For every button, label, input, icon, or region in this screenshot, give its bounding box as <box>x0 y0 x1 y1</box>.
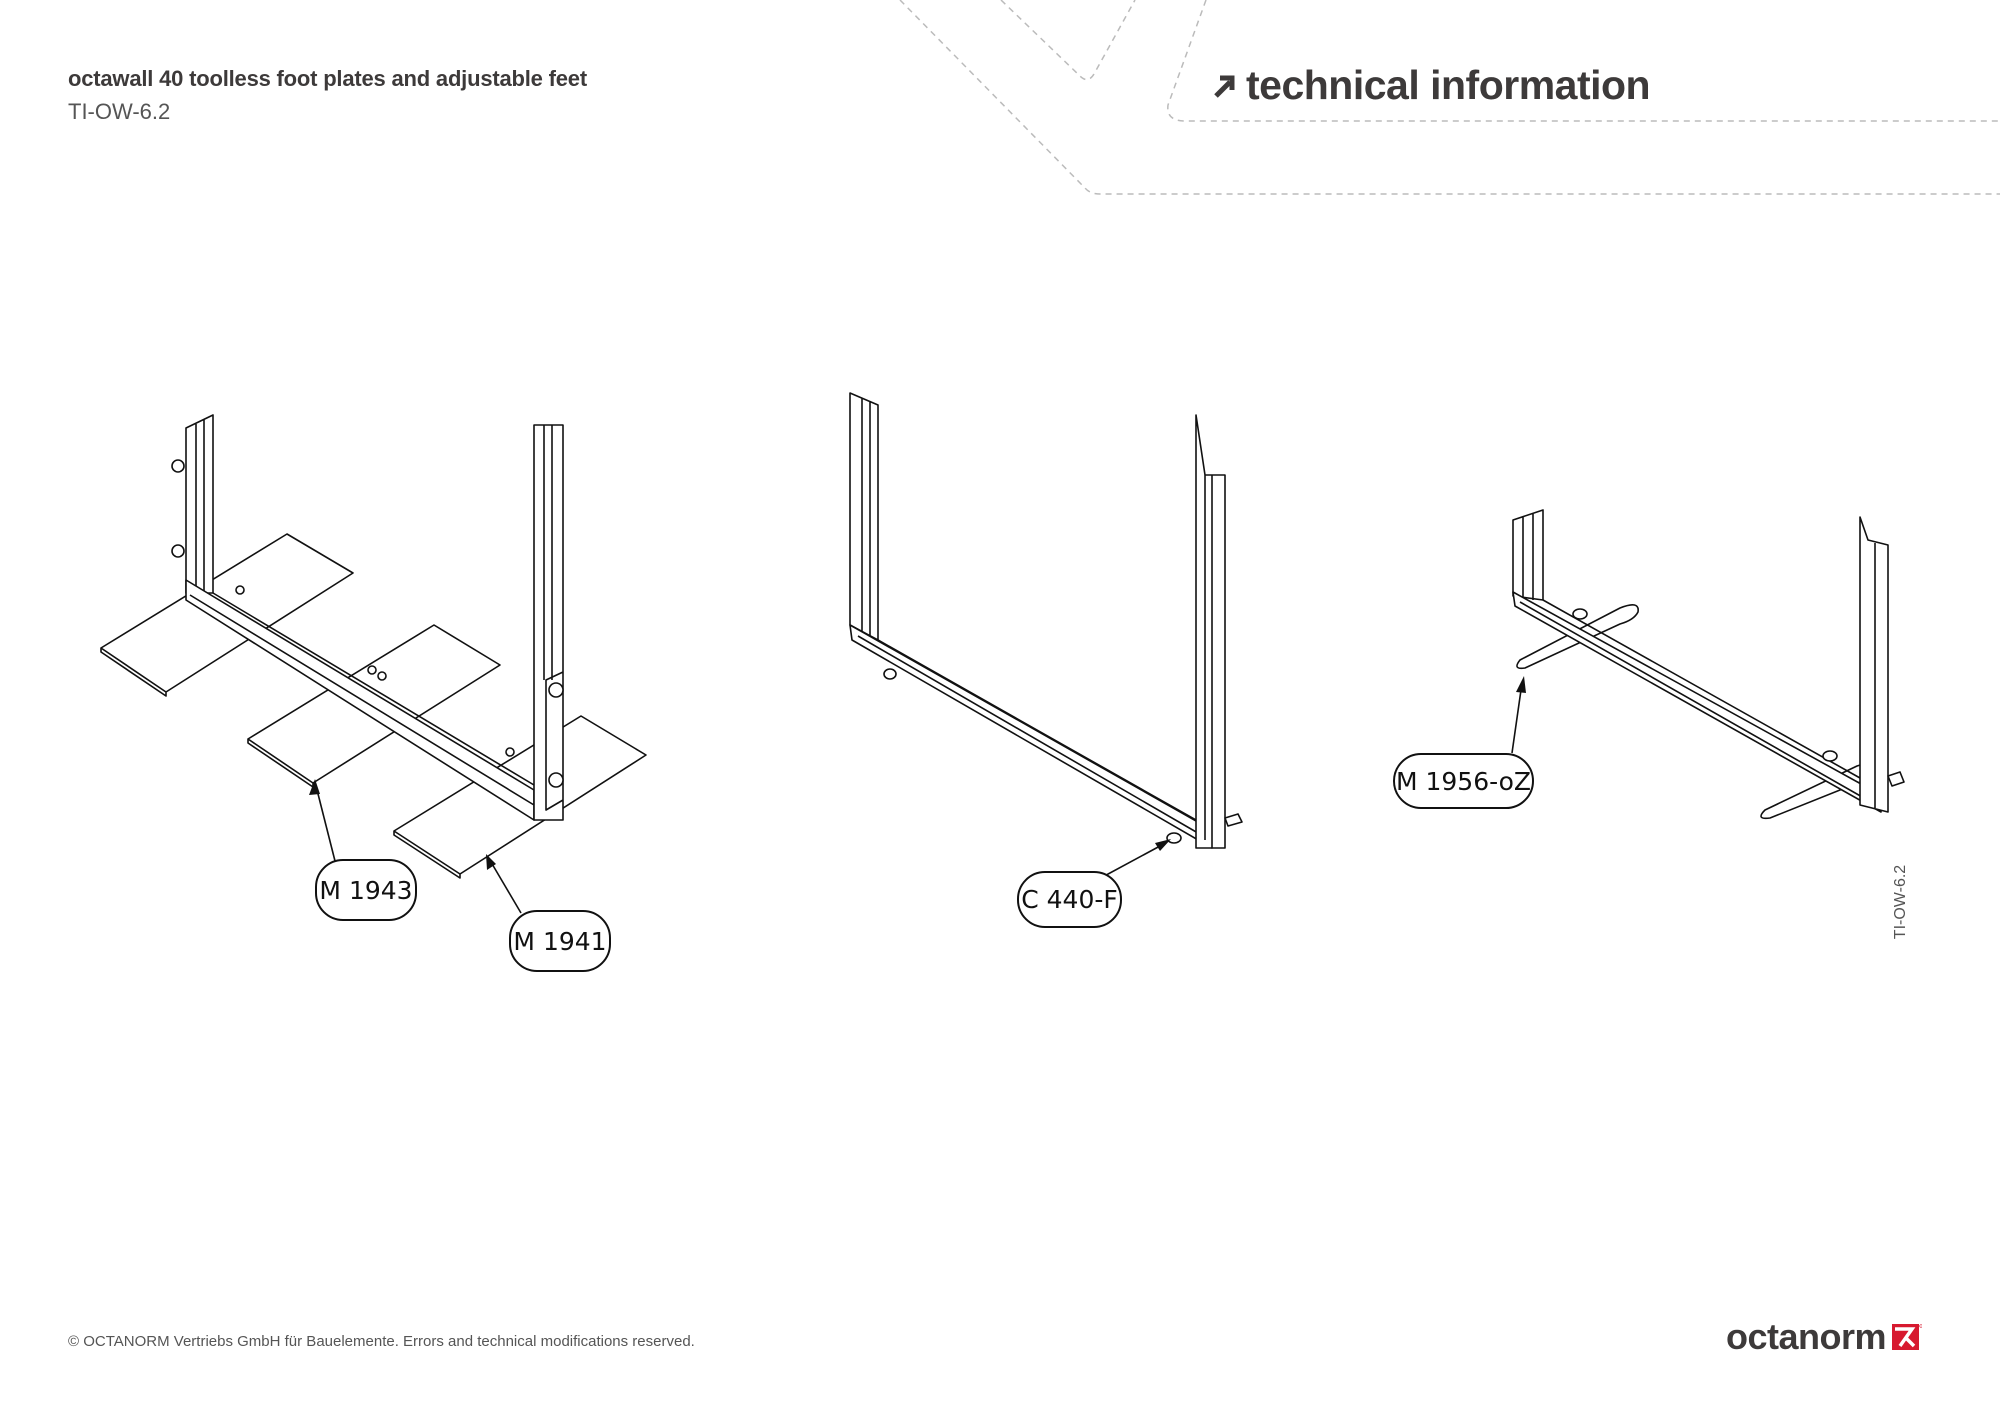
octanorm-logo: octanorm <box>1726 1316 1923 1358</box>
drawing-adjustable-feet <box>849 392 1243 881</box>
logo-wordmark: octanorm <box>1726 1316 1887 1357</box>
frame-beam <box>849 624 1213 849</box>
part-label-m1941: M 1941 <box>509 910 611 972</box>
frame-beam <box>1512 591 1882 813</box>
octanorm-mark-icon <box>1892 1324 1923 1350</box>
frame-post-right <box>1859 516 1889 813</box>
part-label-m1956oz: M 1956-oZ <box>1393 753 1534 809</box>
document-code: TI-OW-6.2 <box>68 99 171 124</box>
frame-beam <box>185 579 535 821</box>
part-label-m1943: M 1943 <box>315 859 417 921</box>
drawing-foot-plates <box>100 414 647 914</box>
frame-post-left <box>185 414 214 594</box>
side-document-code: TI-OW-6.2 <box>1892 864 1909 940</box>
frame-post-right <box>1195 414 1226 849</box>
frame-post-right <box>533 424 564 821</box>
frame-post-left <box>849 392 879 641</box>
section-heading: technical information <box>1212 62 1651 109</box>
copyright-text: © OCTANORM Vertriebs GmbH für Bauelement… <box>68 1333 695 1350</box>
section-heading-text: technical information <box>1246 62 1651 108</box>
drawing-feet <box>1511 509 1905 820</box>
document-title: octawall 40 toolless foot plates and adj… <box>68 66 587 91</box>
arrow-up-right-icon <box>1214 75 1235 98</box>
part-label-c440f: C 440-F <box>1017 871 1122 928</box>
frame-post-left <box>1512 509 1544 601</box>
